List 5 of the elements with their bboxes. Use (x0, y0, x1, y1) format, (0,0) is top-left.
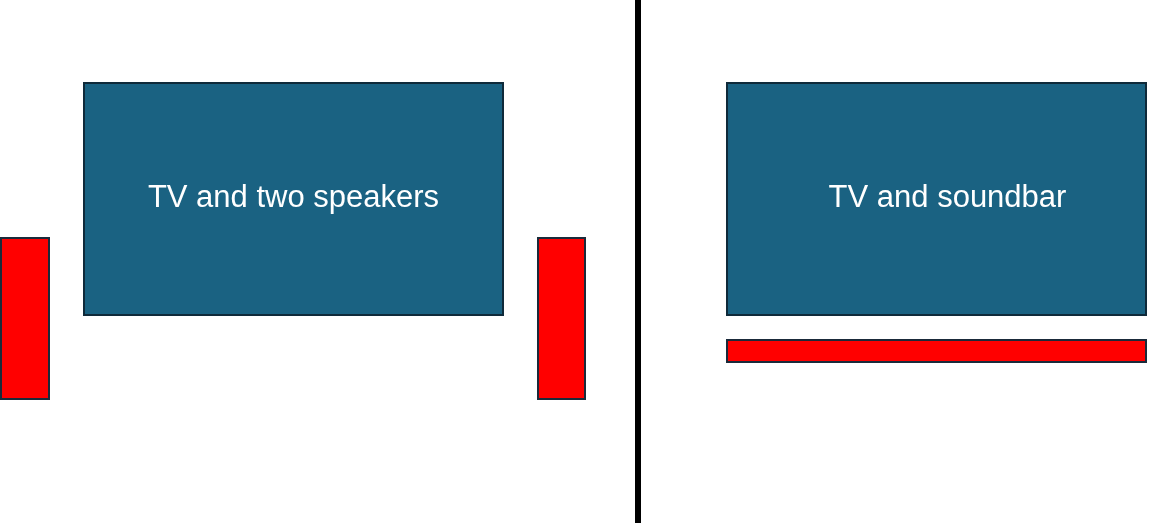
tv-screen: TV and soundbar (726, 82, 1147, 316)
tv-screen: TV and two speakers (83, 82, 504, 316)
speaker (537, 237, 586, 400)
speaker (0, 237, 50, 400)
soundbar (726, 339, 1147, 363)
